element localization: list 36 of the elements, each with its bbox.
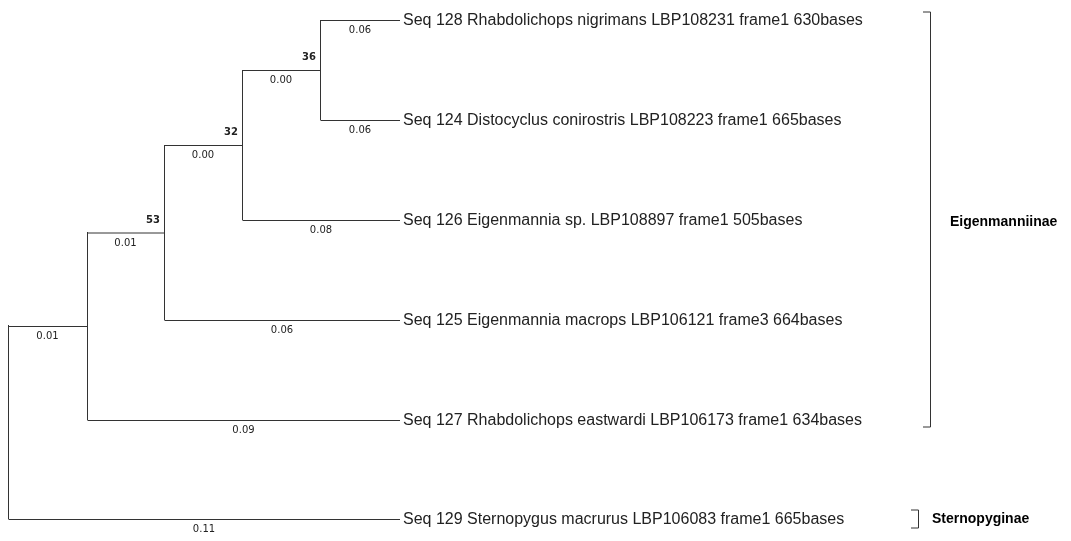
bootstrap-value: 36 — [302, 51, 316, 62]
branch-length-label: 0.09 — [232, 424, 255, 435]
clade-label: Eigenmanniinae — [950, 213, 1058, 229]
branch-length-label: 0.01 — [36, 330, 59, 341]
tree-branch — [320, 120, 401, 121]
taxon-label: Seq 126 Eigenmannia sp. LBP108897 frame1 505bases — [403, 210, 803, 230]
branch-length-label: 0.06 — [348, 24, 372, 35]
tree-branch — [164, 320, 401, 321]
bootstrap-value: 32 — [224, 126, 238, 137]
tree-branch — [242, 70, 321, 71]
tree-branch — [8, 326, 88, 327]
branch-length-label: 0.00 — [269, 74, 293, 85]
branch-length-label: 0.06 — [348, 124, 372, 135]
branch-length-label: 0.08 — [309, 224, 333, 235]
branch-length-label: 0.06 — [270, 324, 294, 335]
branch-fork-line — [87, 232, 88, 420]
branch-fork-line — [320, 20, 321, 120]
branch-fork-line — [242, 70, 243, 220]
tree-branch — [320, 20, 401, 21]
branch-fork-line — [8, 325, 9, 519]
tree-branch — [242, 220, 401, 221]
branch-length-label: 0.11 — [192, 523, 216, 534]
taxon-label: Seq 125 Eigenmannia macrops LBP106121 frame3 664bases — [403, 310, 843, 330]
bootstrap-value: 53 — [146, 213, 160, 225]
taxon-label: Seq 124 Distocyclus conirostris LBP108223 frame1 665bases — [403, 110, 842, 130]
clade-label: Sternopyginae — [932, 510, 1030, 526]
tree-branch — [87, 232, 165, 234]
branch-fork-line — [164, 145, 165, 320]
tree-branch — [87, 420, 401, 421]
branch-length-label: 0.01 — [114, 236, 137, 248]
tree-branch — [8, 519, 401, 520]
taxon-label: Seq 127 Rhabdolichops eastwardi LBP106173 frame1 634bases — [403, 410, 862, 430]
tree-branch — [164, 145, 243, 146]
taxon-label: Seq 129 Sternopygus macrurus LBP106083 frame1 665bases — [403, 509, 845, 529]
taxon-label: Seq 128 Rhabdolichops nigrimans LBP108231 frame1 630bases — [403, 10, 863, 30]
branch-length-label: 0.00 — [191, 149, 215, 160]
